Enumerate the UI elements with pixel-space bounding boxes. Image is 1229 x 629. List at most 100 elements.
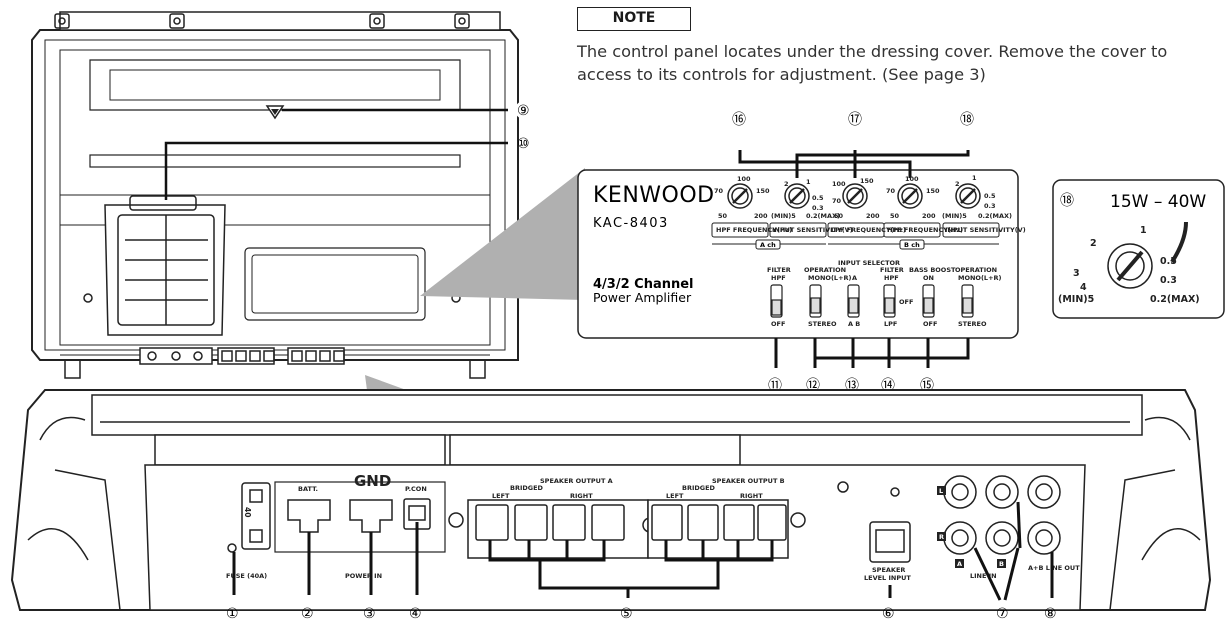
terminal-batt[interactable]	[287, 499, 331, 533]
bridged-b-label: BRIDGED	[682, 484, 716, 492]
callout-18: ⑱	[960, 112, 974, 128]
hpf-b-tick-70: 70	[886, 187, 896, 195]
callout-8: ⑧	[1044, 606, 1057, 622]
sw-op-mono: MONO(L+R)	[808, 274, 852, 282]
lpf-tick-100: 100	[832, 180, 846, 188]
sw-bass-on: ON	[923, 274, 934, 282]
input-a-tick-1: 1	[806, 178, 811, 186]
panel-brand: KENWOOD	[593, 183, 715, 208]
sw-filter-hpf: HPF	[771, 274, 786, 282]
callout-4: ④	[409, 606, 422, 622]
input-b-tick-03: 0.3	[984, 202, 996, 210]
sw-op2-mono: MONO(L+R)	[958, 274, 1002, 282]
channel-b-label: B ch	[904, 241, 920, 249]
sw-filter2-lpf: LPF	[884, 320, 897, 328]
sensitivity-inset: ⑱ 15W – 40W 1 2 0.5 0.3 3 4 (MIN)5 0.2(M…	[1052, 179, 1225, 319]
sw-bass-off: OFF	[923, 320, 937, 328]
sw-bass-label: BASS BOOST	[909, 266, 956, 274]
switch-operation-b[interactable]	[961, 284, 974, 318]
front-leaders	[232, 501, 1054, 601]
terminal-gnd[interactable]	[349, 499, 393, 533]
sw-input-sel-ab: A B	[848, 320, 860, 328]
batt-label: BATT.	[298, 485, 318, 493]
top-leaders	[164, 108, 508, 200]
input-b-tick-max: 0.2(MAX)	[978, 212, 1012, 220]
line-out-label: A+B LINE OUT	[1028, 564, 1080, 572]
input-a-tick-max: 0.2(MAX)	[806, 212, 840, 220]
inset-knob	[1107, 243, 1153, 289]
callout-10: ⑩	[517, 136, 530, 152]
sw-filter2-label: FILTER	[880, 266, 904, 274]
speaker-level-label-1: SPEAKER	[872, 566, 905, 574]
inset-tick-03: 0.3	[1160, 275, 1177, 286]
knob-lpf[interactable]	[842, 183, 868, 209]
input-a-tick-2: 2	[784, 180, 789, 188]
speaker-level-input[interactable]	[869, 521, 911, 563]
hpf-b-tick-50: 50	[890, 212, 900, 220]
input-b-tick-05: 0.5	[984, 192, 996, 200]
fuse-label: FUSE (40A)	[226, 572, 267, 580]
switch-filter-b[interactable]	[883, 284, 896, 318]
callout-17: ⑰	[848, 112, 862, 128]
speaker-output-b[interactable]	[640, 499, 790, 559]
switch-bass-boost[interactable]	[922, 284, 935, 318]
lpf-tick-150: 150	[860, 177, 874, 185]
hpf-a-tick-70: 70	[714, 187, 724, 195]
inset-watt-range: 15W – 40W	[1110, 192, 1206, 212]
speaker-level-label-2: LEVEL INPUT	[864, 574, 911, 582]
callout-9: ⑨	[517, 103, 530, 119]
fuse-digits: 40	[243, 507, 252, 517]
inset-tick-1: 1	[1140, 225, 1147, 236]
input-a-tick-03: 0.3	[812, 204, 824, 212]
speaker-output-a[interactable]	[467, 499, 649, 559]
callout-7: ⑦	[996, 606, 1009, 622]
left-a-label: LEFT	[492, 492, 510, 500]
terminal-pcon[interactable]	[403, 498, 431, 530]
switch-operation-a[interactable]	[809, 284, 822, 318]
hpf-a-tick-50: 50	[718, 212, 728, 220]
amplifier-front-view	[10, 389, 1212, 611]
line-in-label: LINE IN	[970, 572, 997, 580]
lpf-tick-70: 70	[832, 197, 842, 205]
fuse[interactable]	[241, 482, 271, 550]
hpf-b-tick-150: 150	[926, 187, 940, 195]
callout-6: ⑥	[882, 606, 895, 622]
right-b-label: RIGHT	[740, 492, 763, 500]
sw-op-label: OPERATION	[804, 266, 846, 274]
input-b-tick-2: 2	[955, 180, 960, 188]
panel-model: KAC-8403	[593, 216, 669, 231]
inset-tick-3: 3	[1073, 268, 1080, 279]
switch-filter-a[interactable]	[770, 284, 783, 318]
speaker-output-b-label: SPEAKER OUTPUT B	[712, 477, 785, 485]
inset-tick-05: 0.5	[1160, 256, 1177, 267]
right-a-label: RIGHT	[570, 492, 593, 500]
sw-op2-stereo: STEREO	[958, 320, 987, 328]
lpf-tick-50: 50	[834, 212, 844, 220]
label-hpf-b: HPF FREQUENCY(Hz)	[887, 226, 963, 234]
amplifier-top-view	[31, 11, 519, 379]
hpf-b-tick-200: 200	[922, 212, 936, 220]
line-out-jacks[interactable]	[1027, 475, 1061, 555]
jack-a-label: A	[957, 560, 962, 568]
note-label: NOTE	[577, 7, 691, 31]
channel-a-label: A ch	[760, 241, 776, 249]
callout-1: ①	[226, 606, 239, 622]
bridged-a-label: BRIDGED	[510, 484, 544, 492]
callout-16: ⑯	[732, 112, 746, 128]
hpf-a-tick-200: 200	[754, 212, 768, 220]
panel-title: 4/3/2 Channel	[593, 277, 694, 292]
callout-3: ③	[363, 606, 376, 622]
knob-input-a[interactable]	[784, 183, 810, 209]
knob-input-b[interactable]	[955, 183, 981, 209]
switch-input-selector[interactable]	[847, 284, 860, 318]
sw-filter2-off: OFF	[899, 298, 913, 306]
hpf-a-tick-100: 100	[737, 175, 751, 183]
input-b-tick-1: 1	[972, 174, 977, 182]
knob-hpf-a[interactable]	[727, 183, 753, 209]
line-in-jacks[interactable]	[943, 475, 1019, 555]
input-a-tick-min: (MIN)5	[771, 212, 796, 220]
knob-hpf-b[interactable]	[897, 183, 923, 209]
lpf-tick-200: 200	[866, 212, 880, 220]
jack-l-label: L	[939, 487, 943, 495]
